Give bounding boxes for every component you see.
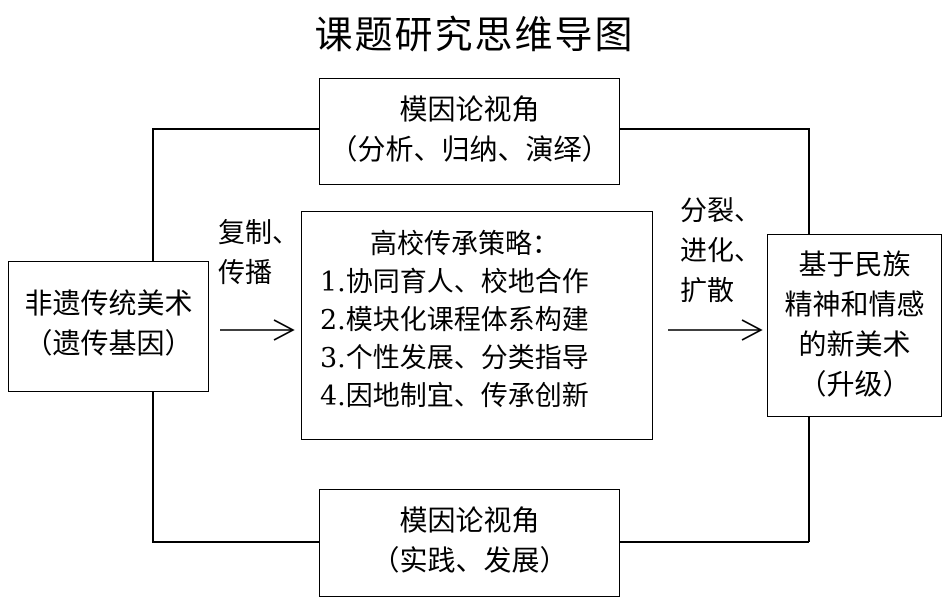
connector-right-up [808, 128, 810, 234]
result-box-line1: 基于民族 [798, 248, 911, 281]
right-arrow-icon [666, 318, 764, 342]
strategy-box: 高校传承策略： 1.协同育人、校地合作 2.模块化课程体系构建 3.个性发展、分… [301, 211, 653, 440]
diagram-title: 课题研究思维导图 [314, 13, 635, 57]
connector-left-up [152, 128, 154, 262]
bottom-box-line1: 模因论视角 [399, 504, 540, 537]
top-perspective-box: 模因论视角 （分析、归纳、演绎） [319, 78, 620, 185]
left-arrow-label-line2: 传播 [218, 258, 272, 289]
source-box-line1: 非遗传统美术 [24, 287, 193, 320]
top-box-line1: 模因论视角 [399, 93, 540, 126]
top-box-line2: （分析、归纳、演绎） [329, 133, 610, 166]
strategy-item: 1.协同育人、校地合作 [320, 267, 589, 298]
source-box: 非遗传统美术 （遗传基因） [8, 261, 209, 392]
bottom-perspective-box: 模因论视角 （实践、发展） [319, 489, 620, 597]
left-arrow-label: 复制、 传播 [218, 214, 299, 294]
strategy-item: 4.因地制宜、传承创新 [320, 381, 589, 412]
bottom-box-line2: （实践、发展） [371, 544, 568, 577]
left-arrow-icon [218, 318, 296, 342]
connector-bottom-left [152, 541, 320, 543]
right-arrow-label-line3: 扩散 [680, 276, 734, 307]
connector-top-left [152, 128, 320, 130]
connector-top-right [620, 128, 809, 130]
left-arrow-label-line1: 复制、 [218, 218, 299, 249]
strategy-item: 3.个性发展、分类指导 [320, 343, 589, 374]
connector-left-down [152, 391, 154, 542]
result-box: 基于民族 精神和情感 的新美术 （升级） [767, 234, 942, 417]
connector-right-down [808, 417, 810, 542]
result-box-line4: （升级） [798, 368, 911, 401]
strategy-item: 2.模块化课程体系构建 [320, 305, 589, 336]
source-box-line2: （遗传基因） [24, 327, 193, 360]
connector-bottom-right [620, 541, 809, 543]
result-box-line2: 精神和情感 [784, 288, 925, 321]
right-arrow-label-line2: 进化、 [680, 236, 761, 267]
right-arrow-label-line1: 分裂、 [680, 196, 761, 227]
strategy-heading: 高校传承策略： [370, 229, 559, 260]
result-box-line3: 的新美术 [798, 328, 911, 361]
right-arrow-label: 分裂、 进化、 扩散 [680, 192, 761, 312]
